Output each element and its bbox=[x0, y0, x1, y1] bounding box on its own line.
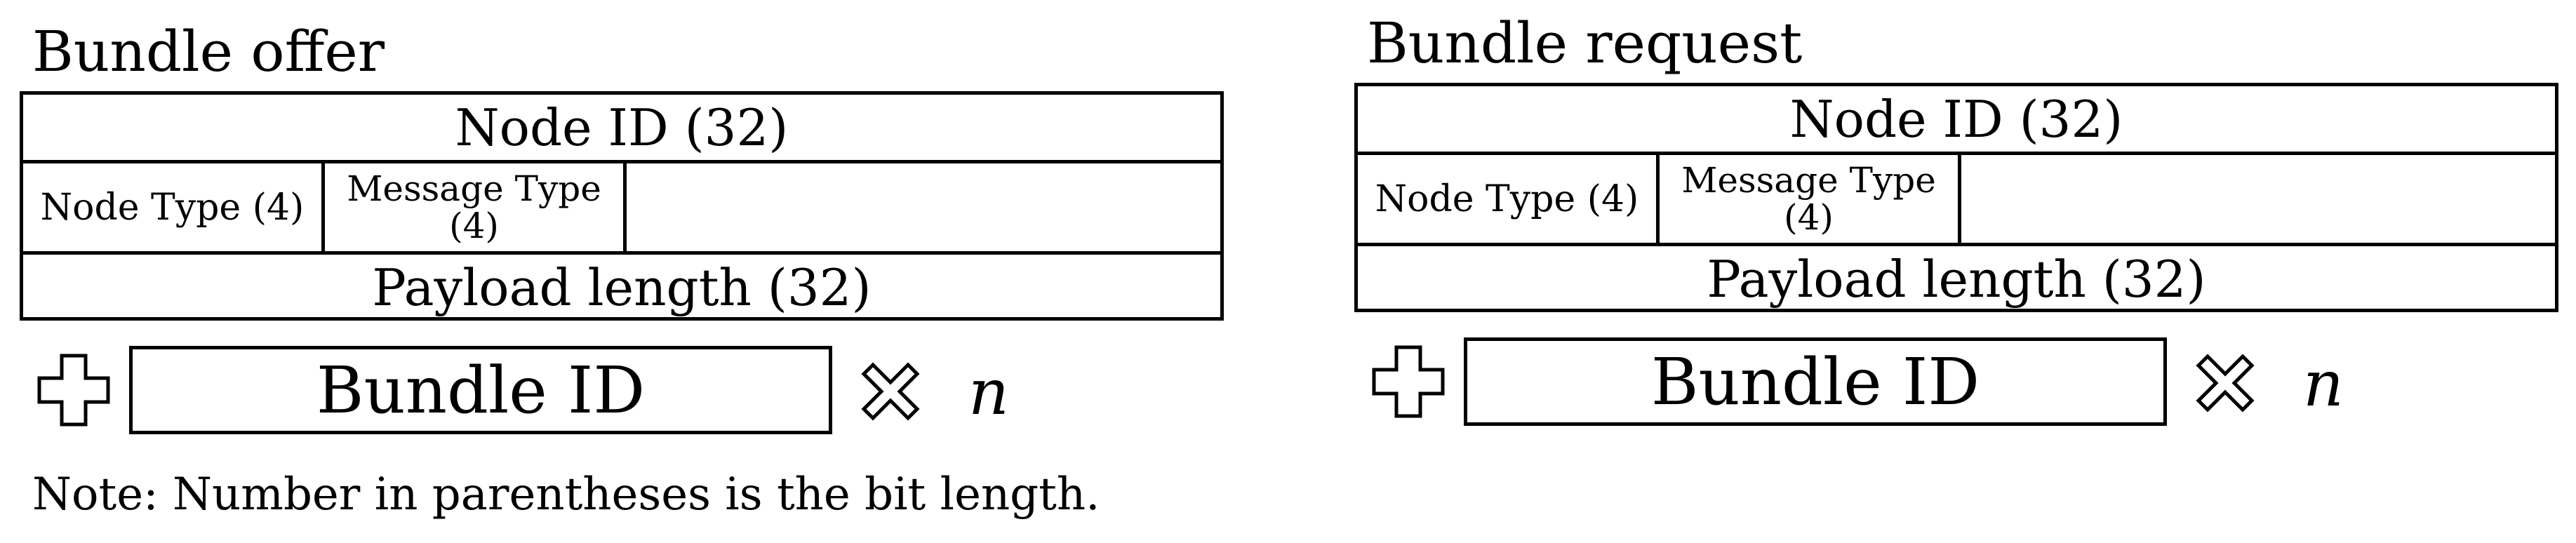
payload-length-field: Payload length (32) bbox=[372, 258, 872, 317]
payload-length-field: Payload length (32) bbox=[1707, 250, 2206, 309]
node-id-field: Node ID (32) bbox=[23, 95, 1220, 163]
plus-icon bbox=[37, 354, 110, 427]
reserved-field bbox=[627, 163, 1220, 251]
message-type-bits: (4) bbox=[1784, 196, 1834, 238]
message-type-label: Message Type bbox=[1681, 160, 1936, 201]
bundle-offer-title: Bundle offer bbox=[32, 19, 385, 84]
type-fields-row: Node Type (4) Message Type (4) bbox=[1358, 155, 2555, 246]
node-id-field: Node ID (32) bbox=[1358, 86, 2555, 155]
node-type-field: Node Type (4) bbox=[23, 163, 325, 251]
bundle-id-field: Bundle ID bbox=[129, 346, 832, 434]
bundle-request-title: Bundle request bbox=[1367, 11, 1803, 76]
bundle-request-header-frame: Node ID (32) Node Type (4) Message Type … bbox=[1354, 83, 2558, 312]
message-type-label: Message Type bbox=[347, 168, 601, 209]
type-fields-row: Node Type (4) Message Type (4) bbox=[23, 163, 1220, 255]
reserved-field bbox=[1961, 155, 2555, 243]
message-type-field: Message Type (4) bbox=[325, 163, 627, 251]
times-icon bbox=[861, 362, 920, 421]
message-type-bits: (4) bbox=[449, 205, 499, 246]
bit-length-note: Note: Number in parentheses is the bit l… bbox=[32, 469, 1100, 521]
bundle-offer-header-frame: Node ID (32) Node Type (4) Message Type … bbox=[20, 91, 1224, 321]
plus-icon bbox=[1372, 345, 1445, 418]
bundle-request-diagram: Bundle request Node ID (32) Node Type (4… bbox=[1354, 0, 2576, 427]
times-icon bbox=[2196, 354, 2255, 413]
repeat-count-n: n bbox=[968, 356, 1009, 429]
repeat-count-n: n bbox=[2303, 347, 2344, 421]
bundle-offer-diagram: Bundle offer Node ID (32) Node Type (4) … bbox=[20, 0, 1244, 435]
message-type-field: Message Type (4) bbox=[1660, 155, 1961, 243]
node-type-field: Node Type (4) bbox=[1358, 155, 1660, 243]
bundle-id-field: Bundle ID bbox=[1464, 337, 2167, 426]
